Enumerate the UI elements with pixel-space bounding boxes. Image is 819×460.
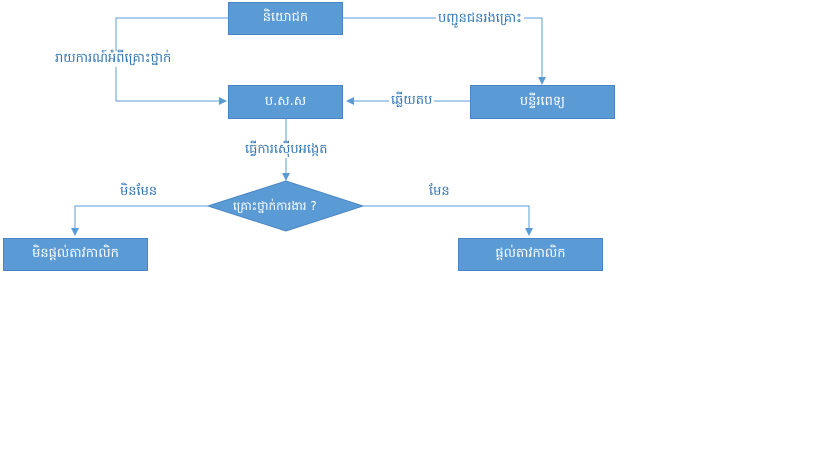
- node-no-benefit-label: មិនផ្តល់តាវកាលិក: [32, 246, 119, 261]
- node-benefit-label: ផ្តល់តាវកាលិក: [495, 246, 566, 261]
- edge-label-reply: ឆ្លើយតប: [389, 93, 435, 109]
- edge-label-yes: មែន: [429, 184, 450, 199]
- node-employer-label: និយោជក: [262, 10, 309, 25]
- edge-label-investigate: ធ្វើការស៊ើបអង្កេត: [243, 142, 330, 158]
- edge-label-no: មិនមែន: [120, 184, 158, 199]
- decision-diamond: [206, 180, 365, 232]
- node-no-benefit: មិនផ្តល់តាវកាលិក: [3, 238, 148, 271]
- arrow-decision-to-no-benefit: [71, 205, 208, 236]
- decision-label: គ្រោះថ្នាក់ការងារ ?: [233, 199, 317, 213]
- edge-label-report-accident: រាយការណ៍អំពីគ្រោះថ្នាក់: [53, 51, 174, 67]
- node-nssf: ប.ស.ស: [228, 85, 343, 119]
- node-benefit: ផ្តល់តាវកាលិក: [458, 238, 603, 271]
- node-doctor-label: បន្ទីរពេទ្យ: [519, 93, 566, 109]
- node-doctor: បន្ទីរពេទ្យ: [470, 85, 615, 119]
- node-employer: និយោជក: [228, 2, 343, 35]
- arrow-employer-to-doctor: [343, 17, 546, 85]
- node-nssf-label: ប.ស.ស: [264, 93, 307, 109]
- edge-label-send-injured: បញ្ជូនជនរងគ្រោះ: [436, 11, 524, 27]
- arrow-decision-to-benefit: [362, 205, 533, 236]
